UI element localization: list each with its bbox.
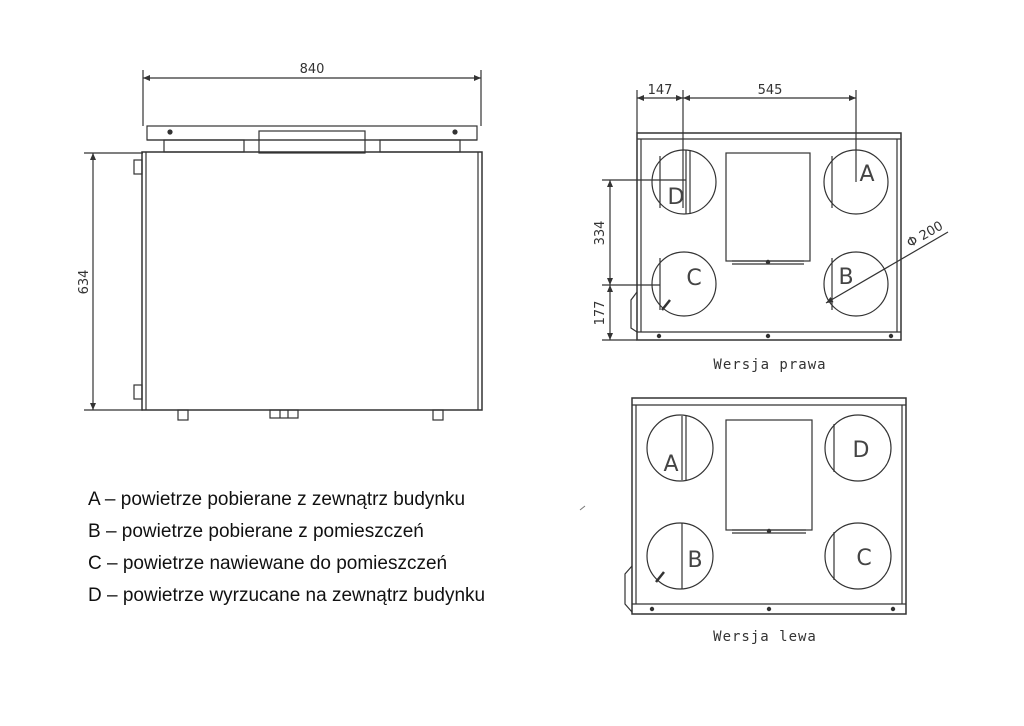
right-version-duct-top-right <box>823 149 889 215</box>
right-version-duct-bottom-right <box>823 251 889 317</box>
width-dimension-label: 840 <box>300 62 325 77</box>
left-version-port-top-right: D <box>853 438 870 463</box>
right-version-caption: Wersja prawa <box>713 357 826 373</box>
height-dimension-label: 634 <box>77 270 92 295</box>
left-version-duct-top-left <box>646 414 714 482</box>
side-handle-bottom <box>133 384 143 400</box>
right-version-service-panel <box>725 152 811 262</box>
legend-item-d: D – powietrze wyrzucane na zewnątrz budy… <box>88 585 486 606</box>
right-version-port-top-right: A <box>859 162 874 187</box>
top-service-panel <box>258 130 366 154</box>
left-version-body <box>631 397 907 615</box>
top-rail <box>146 125 478 141</box>
legend-item-a: A – powietrze pobierane z zewnątrz budyn… <box>88 489 466 510</box>
right-version-duct-bottom-left <box>651 251 717 317</box>
left-version-caption: Wersja lewa <box>713 629 817 645</box>
legend-item-b: B – powietrze pobierane z pomieszczeń <box>88 521 424 542</box>
left-version-duct-bottom-right <box>824 522 892 590</box>
drain-outlet <box>269 409 299 419</box>
diameter-leader-line <box>825 231 949 304</box>
diameter-label: Φ 200 <box>905 219 946 252</box>
stray-mark <box>579 505 586 511</box>
left-version-port-bottom-right: C <box>856 546 871 571</box>
right-version-body <box>636 132 902 341</box>
foot-left <box>177 409 189 421</box>
front-view <box>84 70 483 421</box>
right-version-port-top-left: D <box>668 185 685 210</box>
side-handle-top <box>133 159 143 175</box>
right-version-port-bottom-right: B <box>838 265 853 290</box>
left-version-duct-top-right <box>824 414 892 482</box>
left-version-port-bottom-left: B <box>687 548 702 573</box>
legend-item-c: C – powietrze nawiewane do pomieszczeń <box>88 553 448 574</box>
left-version-service-panel <box>725 419 813 531</box>
right-version-port-bottom-left: C <box>686 266 701 291</box>
right-version-duct-top-left <box>651 149 717 215</box>
dim-147-label: 147 <box>648 83 673 98</box>
left-version-port-top-left: A <box>663 452 678 477</box>
left-version-duct-bottom-left <box>646 522 714 590</box>
dim-334-label: 334 <box>593 221 608 246</box>
left-version-view <box>624 397 907 615</box>
legend-list: A – powietrze pobierane z zewnątrz budyn… <box>88 484 558 612</box>
foot-right <box>432 409 444 421</box>
dim-545-label: 545 <box>758 83 783 98</box>
front-body <box>141 151 483 411</box>
right-version-view <box>602 90 949 341</box>
dim-177-label: 177 <box>593 301 608 326</box>
